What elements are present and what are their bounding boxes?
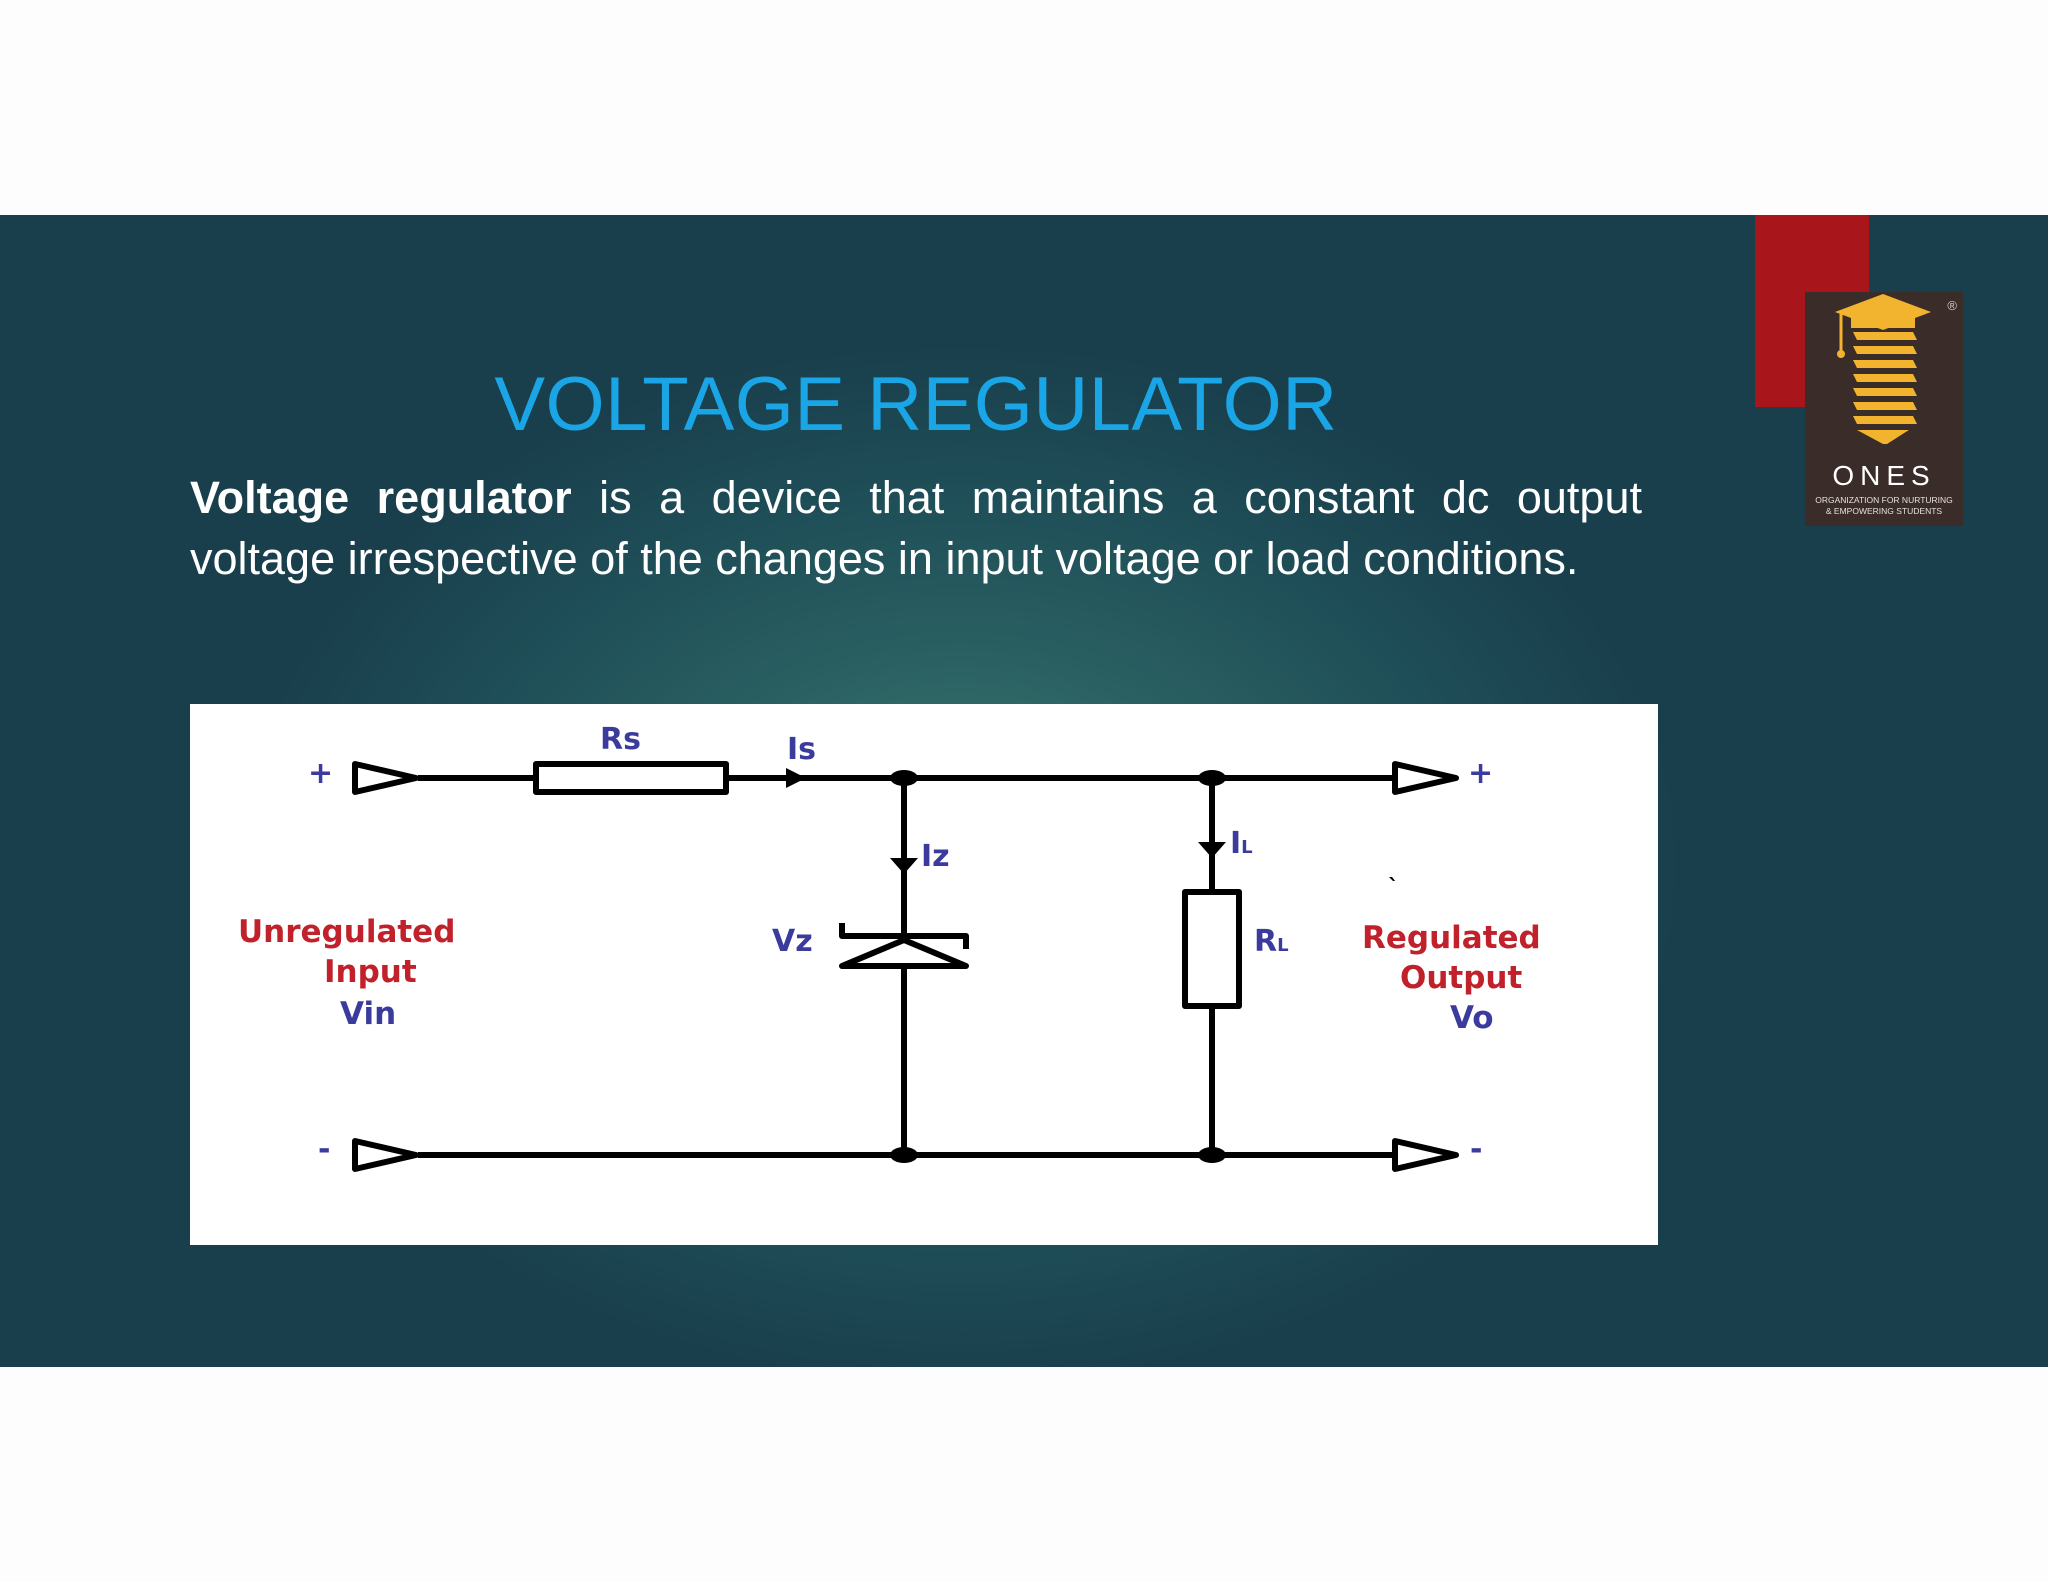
series-resistor-rs bbox=[533, 761, 729, 795]
logo-name: ONES bbox=[1832, 460, 1936, 491]
graduation-cap-icon bbox=[1835, 294, 1931, 444]
vin-label: Vin bbox=[340, 996, 397, 1032]
junction-dot bbox=[890, 770, 918, 786]
output-minus-label: - bbox=[1470, 1132, 1483, 1167]
slide: ® ONES ORGANIZATION FOR NURTURING & EMPO… bbox=[0, 215, 2048, 1367]
junction-dot bbox=[890, 1147, 918, 1163]
unregulated-label: Unregulated bbox=[238, 914, 456, 950]
zener-bar bbox=[839, 923, 969, 949]
is-arrow bbox=[786, 768, 806, 788]
regulated-label: Regulated bbox=[1362, 920, 1541, 956]
output-label: Output bbox=[1400, 960, 1523, 996]
output-plus-label: + bbox=[1468, 756, 1494, 791]
slide-title: VOLTAGE REGULATOR bbox=[494, 362, 1338, 447]
load-resistor-rl bbox=[1182, 889, 1242, 1009]
junction-dot bbox=[1198, 770, 1226, 786]
junction-dot bbox=[1198, 1147, 1226, 1163]
il-arrow bbox=[1198, 842, 1226, 858]
vo-label: Vo bbox=[1450, 1000, 1494, 1036]
definition-text: Voltage regulator is a device that maint… bbox=[190, 467, 1642, 589]
input-minus-label: - bbox=[318, 1132, 331, 1167]
circuit-svg bbox=[352, 761, 1459, 1172]
rs-label: Rs bbox=[600, 722, 641, 757]
definition-term: Voltage regulator bbox=[190, 472, 572, 523]
rl-label: RLRL bbox=[1254, 924, 1289, 959]
il-label: IILL bbox=[1230, 826, 1253, 861]
iz-label: Iz bbox=[921, 839, 950, 874]
vz-label: Vz bbox=[772, 924, 813, 959]
input-plus-terminal bbox=[352, 761, 419, 795]
registered-mark: ® bbox=[1947, 298, 1957, 313]
iz-arrow bbox=[890, 858, 918, 874]
tick-mark: ` bbox=[1388, 876, 1399, 901]
ones-logo: ® ONES ORGANIZATION FOR NURTURING & EMPO… bbox=[1805, 292, 1963, 526]
input-label: Input bbox=[324, 954, 417, 990]
output-plus-terminal bbox=[1392, 761, 1459, 795]
output-minus-terminal bbox=[1392, 1138, 1459, 1172]
is-label: Is bbox=[787, 732, 817, 767]
input-minus-terminal bbox=[352, 1138, 419, 1172]
logo-tagline: ORGANIZATION FOR NURTURING & EMPOWERING … bbox=[1815, 495, 1953, 516]
definition-rest: is a device that maintains a constant dc… bbox=[190, 472, 1642, 584]
input-plus-label: + bbox=[308, 756, 334, 791]
zener-diode bbox=[839, 937, 969, 969]
circuit-diagram: + - + - Rs Is Iz IILL Vz RLRL Unregulate… bbox=[190, 704, 1658, 1245]
